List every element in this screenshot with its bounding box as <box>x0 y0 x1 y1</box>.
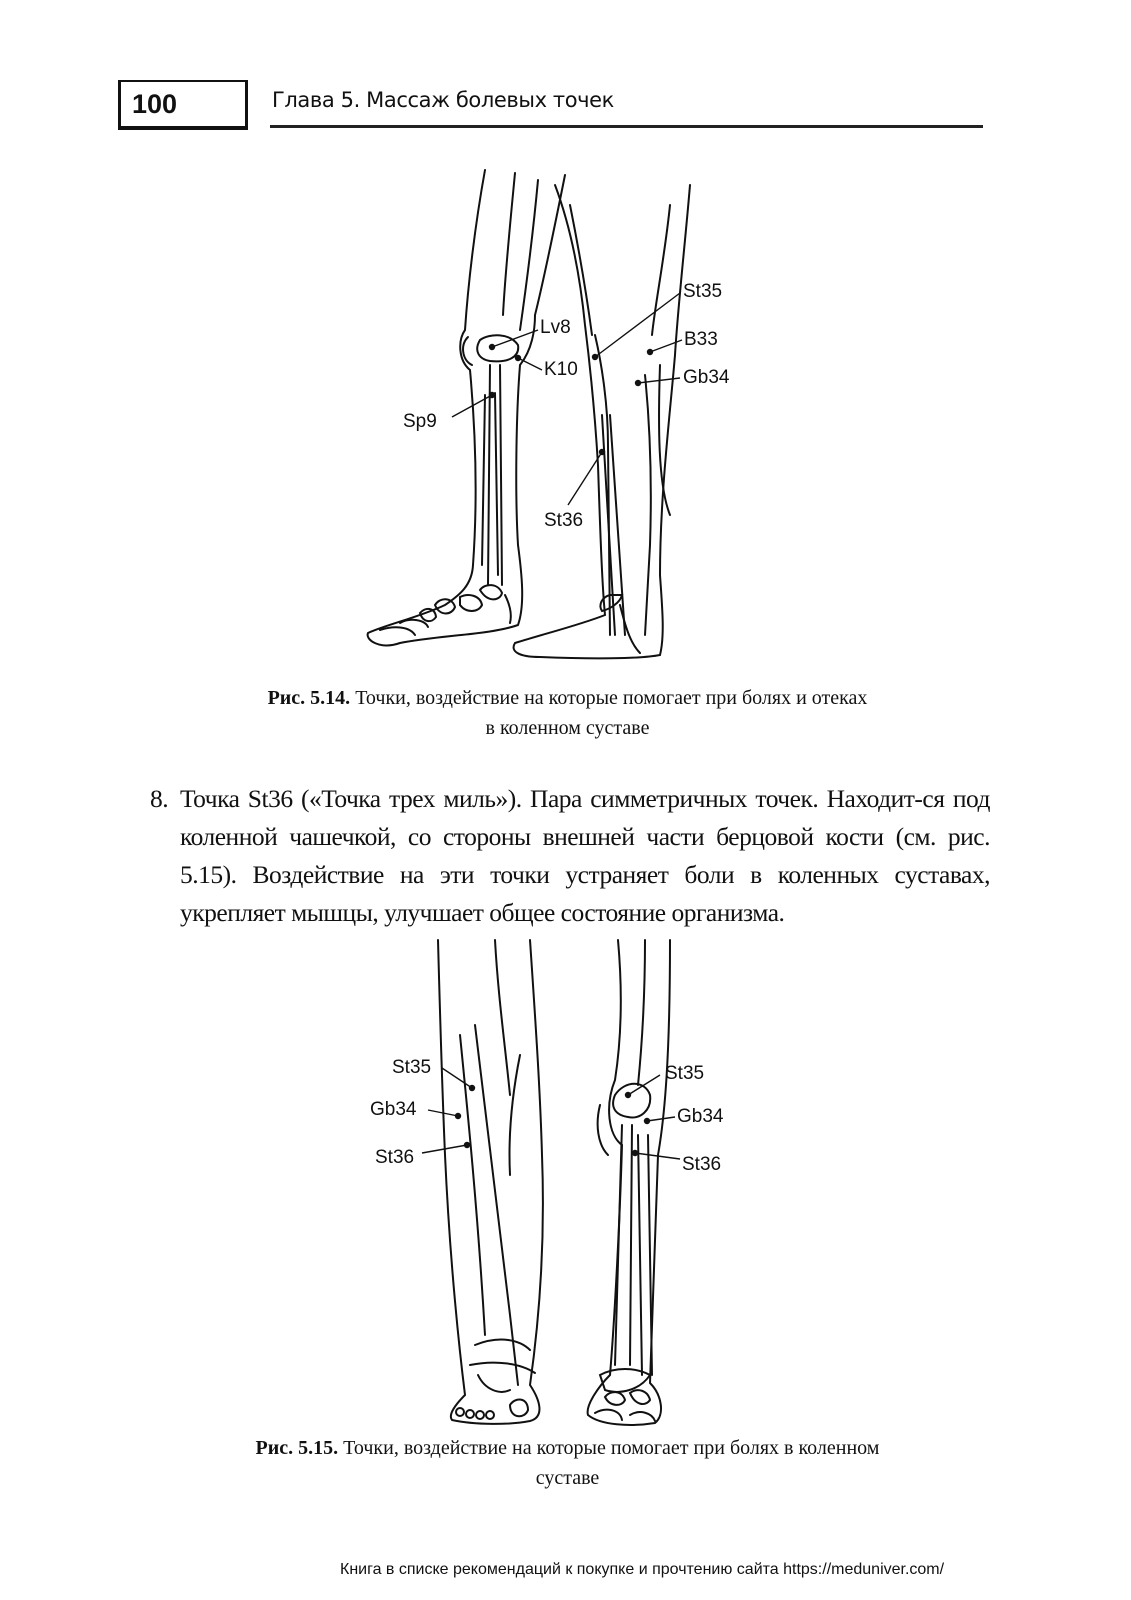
figure-5-15-illustration: St35 Gb34 St36 St35 Gb34 St36 <box>360 935 760 1430</box>
label-st35: St35 <box>683 281 722 302</box>
figure-5-15-caption: Рис. 5.15. Точки, воздействие на которые… <box>140 1433 995 1493</box>
list-item-8: 8. Точка St36 («Точка трех миль»). Пара … <box>150 780 990 932</box>
label-st36: St36 <box>544 510 583 531</box>
label-gb34: Gb34 <box>683 367 730 388</box>
figure-5-15-caption-line2: суставе <box>140 1463 995 1493</box>
figure-5-14-illustration: St35 Lv8 B33 K10 Gb34 Sp9 St36 <box>340 165 800 675</box>
list-item-number: 8. <box>150 780 168 818</box>
label-b33: B33 <box>684 329 718 350</box>
label-left-st36: St36 <box>375 1147 414 1168</box>
label-sp9: Sp9 <box>403 411 437 432</box>
label-left-st35: St35 <box>392 1057 431 1078</box>
page-number: 100 <box>132 89 177 120</box>
label-lv8: Lv8 <box>540 317 571 338</box>
figure-5-14-caption-line1: Точки, воздействие на которые помогает п… <box>350 687 867 709</box>
list-item-text: Точка St36 («Точка трех миль»). Пара сим… <box>150 780 990 932</box>
label-k10: K10 <box>544 359 578 380</box>
figure-5-15-caption-line1: Точки, воздействие на которые помогает п… <box>338 1437 879 1459</box>
footer-note: Книга в списке рекомендаций к покупке и … <box>340 1561 944 1579</box>
legs-front-back-view <box>438 940 670 1425</box>
label-right-st36: St36 <box>682 1154 721 1175</box>
label-right-st35: St35 <box>665 1063 704 1084</box>
figure-5-14: St35 Lv8 B33 K10 Gb34 Sp9 St36 <box>340 165 800 675</box>
figure-5-15: St35 Gb34 St36 St35 Gb34 St36 <box>360 935 760 1430</box>
chapter-title: Глава 5. Массаж болевых точек <box>272 88 614 112</box>
header-rule <box>270 125 983 128</box>
figure-5-14-caption: Рис. 5.14. Точки, воздействие на которые… <box>160 683 975 743</box>
figure-5-14-caption-line2: в коленном суставе <box>160 713 975 743</box>
label-right-gb34: Gb34 <box>677 1106 724 1127</box>
label-left-gb34: Gb34 <box>370 1099 417 1120</box>
figure-5-15-leaders <box>422 1068 680 1159</box>
figure-5-14-caption-number: Рис. 5.14. <box>268 687 351 709</box>
figure-5-15-caption-number: Рис. 5.15. <box>256 1437 339 1459</box>
